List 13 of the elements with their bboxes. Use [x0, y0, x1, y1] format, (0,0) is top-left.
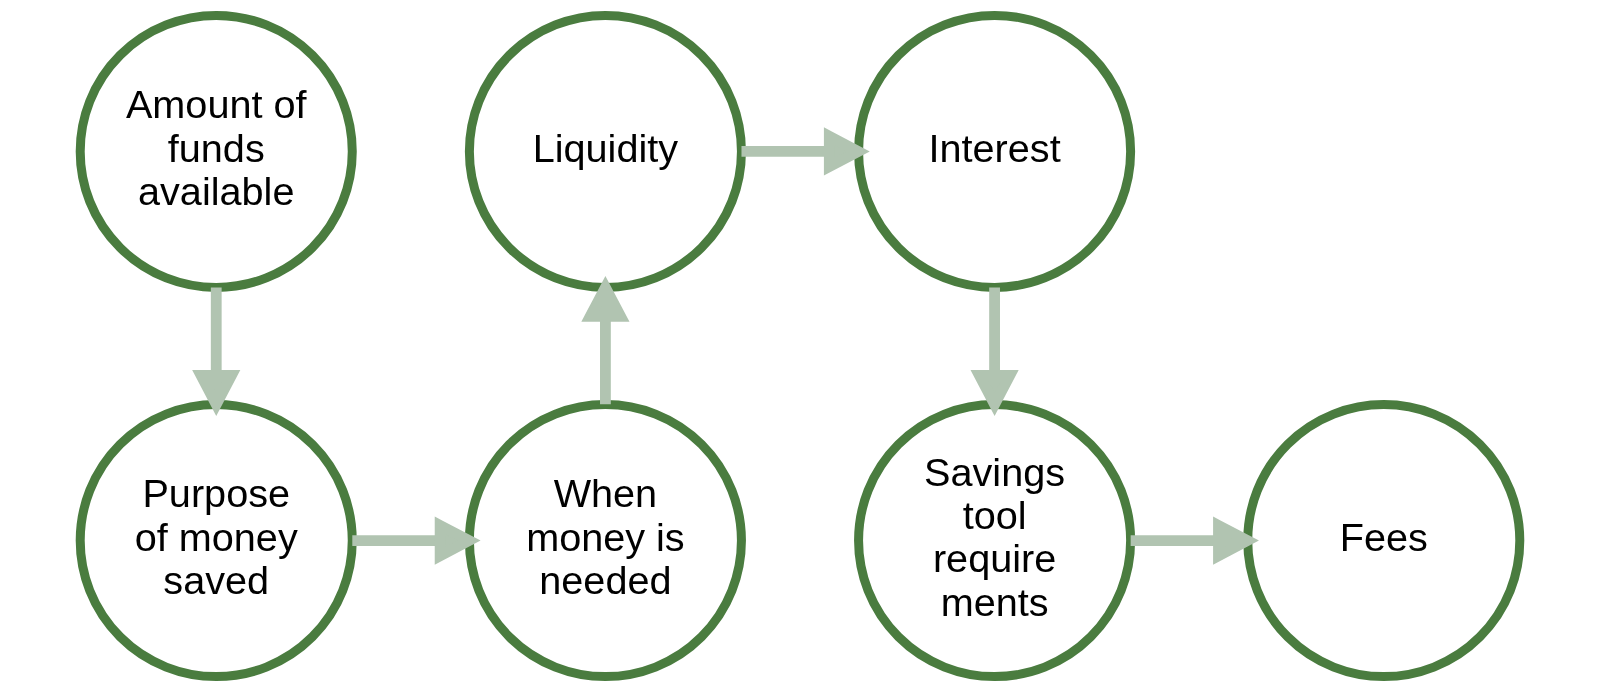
arrow [351, 516, 481, 565]
arrow [741, 127, 870, 176]
node-circle: Purpose of money saved [75, 400, 357, 682]
node-circle: Amount of funds available [75, 10, 357, 292]
node-circle: Interest [853, 10, 1135, 292]
node-circle: Liquidity [464, 10, 746, 292]
node-circle: When money is needed [464, 400, 746, 682]
node-circle: Savings tool require ments [853, 400, 1135, 682]
arrow [1130, 516, 1259, 565]
arrow [580, 275, 629, 405]
node-circle: Fees [1242, 400, 1524, 682]
arrow [191, 287, 240, 416]
arrow [970, 287, 1019, 416]
